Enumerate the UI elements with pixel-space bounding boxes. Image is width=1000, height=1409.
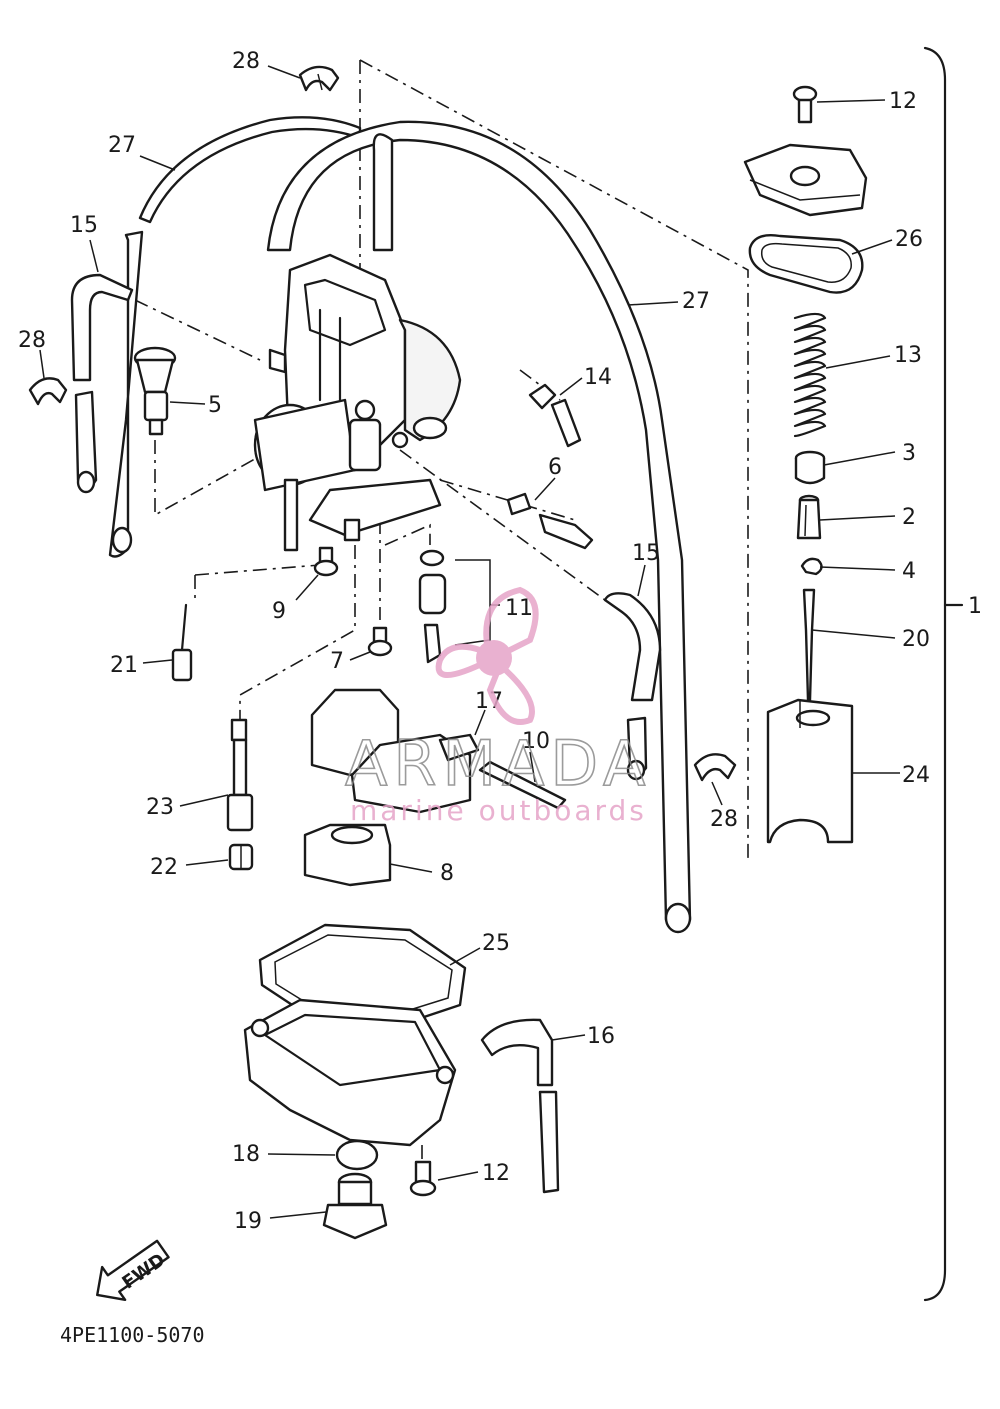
float-bowl <box>243 998 457 1147</box>
carburetor-body <box>253 253 462 552</box>
o-ring-18 <box>335 1139 379 1171</box>
spring-seat-2 <box>796 494 822 540</box>
needle-jet-23 <box>226 718 254 832</box>
screw-12-bottom <box>409 1160 437 1197</box>
diagram-code: 4PE1100-5070 <box>60 1323 205 1347</box>
callout-14: 14 <box>584 365 612 390</box>
drain-plug-19 <box>322 1172 388 1240</box>
callout-12-bottom: 12 <box>482 1161 510 1186</box>
callout-20: 20 <box>902 627 930 652</box>
float-pin-10 <box>478 760 567 810</box>
callout-23: 23 <box>146 795 174 820</box>
throttle-valve-24 <box>766 698 854 844</box>
hose-15-left <box>70 273 134 494</box>
callout-2: 2 <box>902 505 916 530</box>
callout-9: 9 <box>272 599 286 624</box>
screw-9 <box>313 546 339 577</box>
assembly-bracket <box>923 46 947 1302</box>
clip-4 <box>800 557 823 576</box>
callout-13: 13 <box>894 343 922 368</box>
callout-4: 4 <box>902 559 916 584</box>
callout-24: 24 <box>902 763 930 788</box>
watermark-tagline: marine outboards <box>350 794 647 827</box>
armada-logo-watermark: ARMADA marine outboards <box>344 586 651 827</box>
air-screw-6 <box>506 492 594 550</box>
callout-12-top: 12 <box>889 89 917 114</box>
callout-3: 3 <box>902 441 916 466</box>
jet-needle-20 <box>802 588 816 702</box>
fwd-arrow-icon <box>96 1239 170 1302</box>
callout-6: 6 <box>548 455 562 480</box>
pilot-air-screw-14 <box>528 383 582 448</box>
jet-needle-21 <box>171 603 193 682</box>
assembly-label: 1 <box>968 594 982 619</box>
propeller-logo-icon <box>435 586 539 725</box>
baffle-8 <box>303 823 392 887</box>
callout-16: 16 <box>587 1024 615 1049</box>
clip-28-right <box>693 753 737 782</box>
needle-holder-3 <box>794 450 826 485</box>
hose-15-right <box>603 592 662 781</box>
callout-18: 18 <box>232 1142 260 1167</box>
alignment-line-right <box>359 59 749 860</box>
callout-22: 22 <box>150 855 178 880</box>
callout-28-right: 28 <box>710 807 738 832</box>
callout-5: 5 <box>208 393 222 418</box>
callout-10: 10 <box>522 729 550 754</box>
screw-7 <box>367 626 393 657</box>
callout-8: 8 <box>440 861 454 886</box>
vent-hose-27-right <box>266 120 692 934</box>
callout-28-left: 28 <box>18 328 46 353</box>
callout-27-left: 27 <box>108 133 136 158</box>
carburetor-cap <box>743 143 868 217</box>
clip-28-left <box>28 377 68 406</box>
overflow-hose-16 <box>480 1018 560 1194</box>
callout-15-left: 15 <box>70 213 98 238</box>
callout-11: 11 <box>505 596 533 621</box>
callout-7: 7 <box>330 649 344 674</box>
callout-25: 25 <box>482 931 510 956</box>
screw-12-top <box>792 85 818 124</box>
callout-21: 21 <box>110 653 138 678</box>
cap-gasket-26 <box>748 234 864 294</box>
clip-28-top <box>298 65 340 92</box>
float-17 <box>310 688 480 814</box>
callout-27-right: 27 <box>682 289 710 314</box>
callout-19: 19 <box>234 1209 262 1234</box>
needle-valve-11 <box>418 549 447 664</box>
callout-28-top: 28 <box>232 49 260 74</box>
watermark-brand: ARMADA <box>345 727 651 800</box>
callout-15-right: 15 <box>632 541 660 566</box>
callout-26: 26 <box>895 227 923 252</box>
throttle-spring-13 <box>793 312 827 438</box>
main-jet-22 <box>228 843 254 871</box>
throttle-stop-screw-5 <box>133 346 177 436</box>
